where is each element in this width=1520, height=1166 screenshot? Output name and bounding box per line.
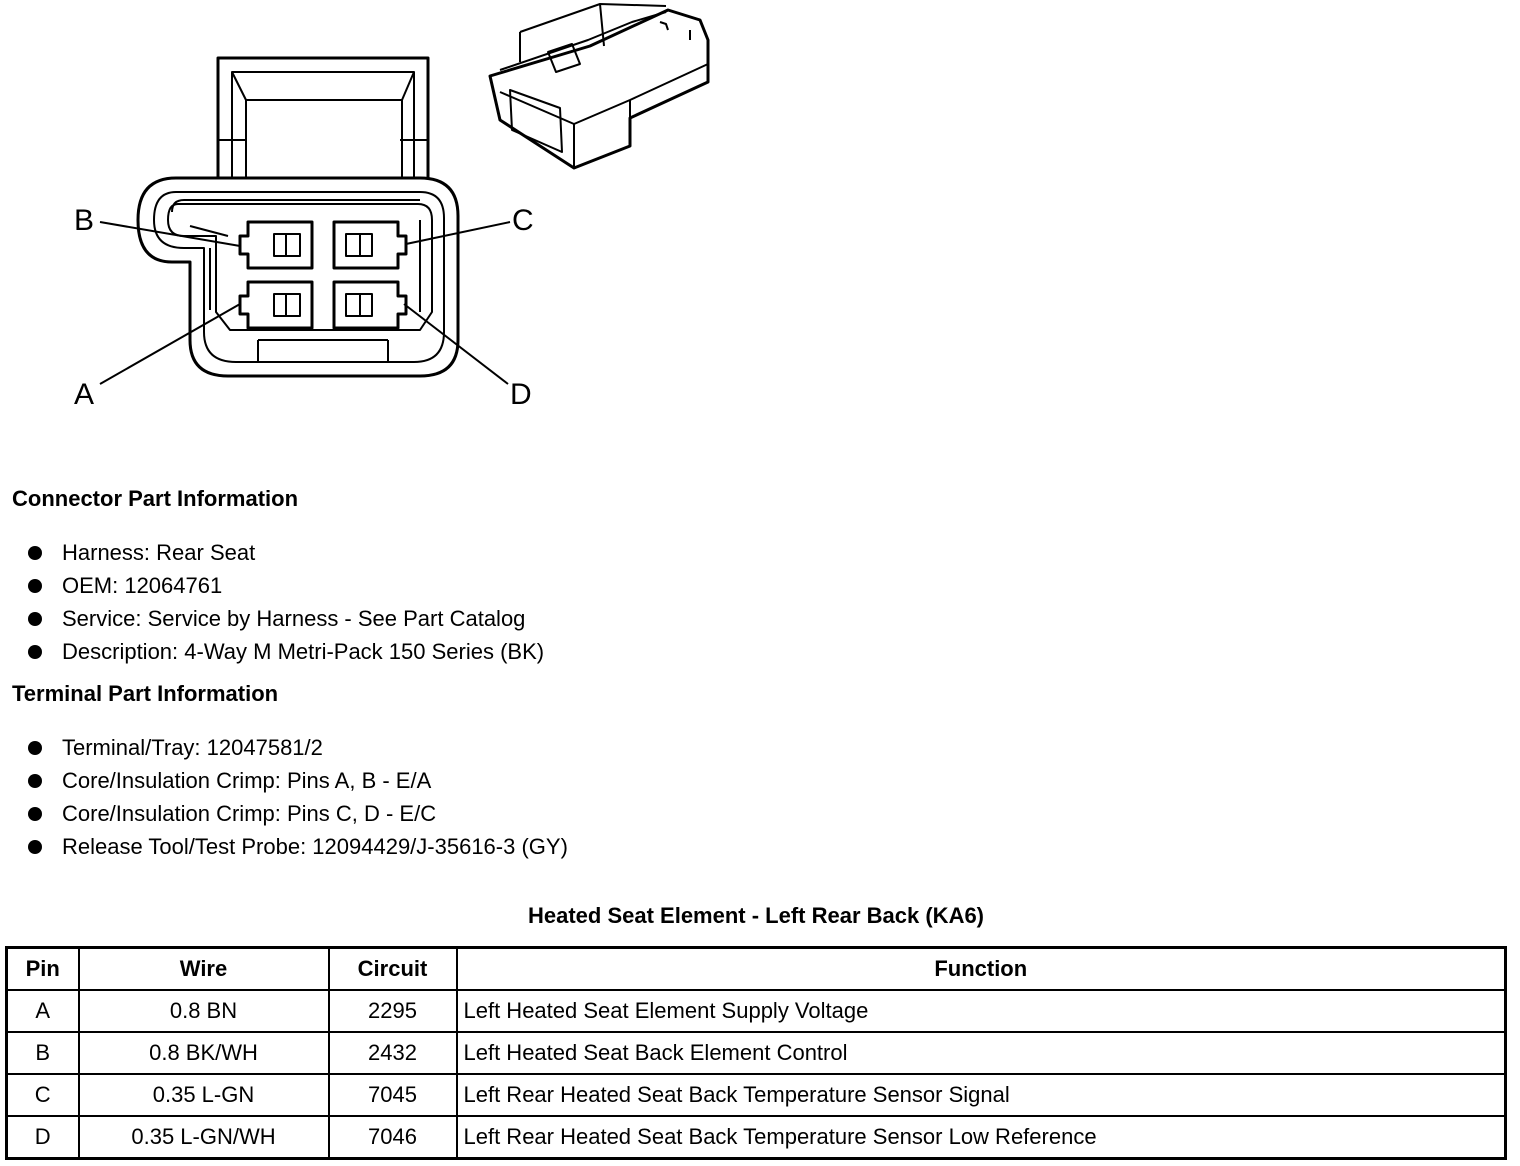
cell-wire: 0.35 L-GN [77, 1073, 330, 1117]
bullet-icon [28, 774, 42, 788]
connector-face-diagram: B C A D [74, 3, 710, 411]
list-item: Core/Insulation Crimp: Pins C, D - E/C [28, 797, 568, 830]
table-row: B 0.8 BK/WH 2432 Left Heated Seat Back E… [5, 1031, 1507, 1075]
list-item: Terminal/Tray: 12047581/2 [28, 731, 568, 764]
pin-label-d: D [510, 378, 532, 411]
list-item: OEM: 12064761 [28, 569, 544, 602]
cell-function: Left Heated Seat Element Supply Voltage [455, 989, 1507, 1033]
col-header-pin: Pin [5, 946, 80, 991]
terminal-a [238, 280, 314, 330]
table-row: A 0.8 BN 2295 Left Heated Seat Element S… [5, 989, 1507, 1033]
connector-isometric-icon [488, 3, 710, 170]
pin-label-a: A [74, 378, 94, 411]
list-item: Service: Service by Harness - See Part C… [28, 602, 544, 635]
terminal-c [332, 220, 408, 270]
cell-circuit: 7046 [327, 1115, 458, 1160]
col-header-function: Function [455, 946, 1507, 991]
list-item: Harness: Rear Seat [28, 536, 544, 569]
bullet-icon [28, 645, 42, 659]
col-header-wire: Wire [77, 946, 330, 991]
cell-wire: 0.8 BK/WH [77, 1031, 330, 1075]
cell-wire: 0.35 L-GN/WH [77, 1115, 330, 1160]
connector-part-info-list: Harness: Rear Seat OEM: 12064761 Service… [28, 536, 544, 668]
pinout-table: Pin Wire Circuit Function A 0.8 BN 2295 … [5, 946, 1507, 1160]
cell-pin: B [5, 1031, 80, 1075]
list-item: Description: 4-Way M Metri-Pack 150 Seri… [28, 635, 544, 668]
cell-circuit: 2432 [327, 1031, 458, 1075]
pin-label-c: C [512, 204, 534, 237]
table-title: Heated Seat Element - Left Rear Back (KA… [527, 903, 985, 928]
terminal-d [332, 280, 408, 330]
bullet-icon [28, 741, 42, 755]
bullet-icon [28, 807, 42, 821]
table-row: D 0.35 L-GN/WH 7046 Left Rear Heated Sea… [5, 1115, 1507, 1160]
cell-circuit: 2295 [327, 989, 458, 1033]
bullet-icon [28, 612, 42, 626]
bullet-icon [28, 579, 42, 593]
cell-pin: C [5, 1073, 80, 1117]
col-header-circuit: Circuit [327, 946, 458, 991]
cell-function: Left Rear Heated Seat Back Temperature S… [455, 1073, 1507, 1117]
list-item: Release Tool/Test Probe: 12094429/J-3561… [28, 830, 568, 863]
pin-label-b: B [74, 204, 94, 237]
cell-function: Left Heated Seat Back Element Control [455, 1031, 1507, 1075]
bullet-icon [28, 546, 42, 560]
connector-part-info-title: Connector Part Information [12, 486, 299, 511]
table-header-row: Pin Wire Circuit Function [5, 946, 1507, 991]
cell-pin: A [5, 989, 80, 1033]
table-row: C 0.35 L-GN 7045 Left Rear Heated Seat B… [5, 1073, 1507, 1117]
list-item: Core/Insulation Crimp: Pins A, B - E/A [28, 764, 568, 797]
terminal-b [238, 220, 314, 270]
terminal-part-info-title: Terminal Part Information [12, 681, 279, 706]
cell-circuit: 7045 [327, 1073, 458, 1117]
cell-wire: 0.8 BN [77, 989, 330, 1033]
cell-pin: D [5, 1115, 80, 1160]
terminal-part-info-list: Terminal/Tray: 12047581/2 Core/Insulatio… [28, 731, 568, 863]
cell-function: Left Rear Heated Seat Back Temperature S… [455, 1115, 1507, 1160]
bullet-icon [28, 840, 42, 854]
